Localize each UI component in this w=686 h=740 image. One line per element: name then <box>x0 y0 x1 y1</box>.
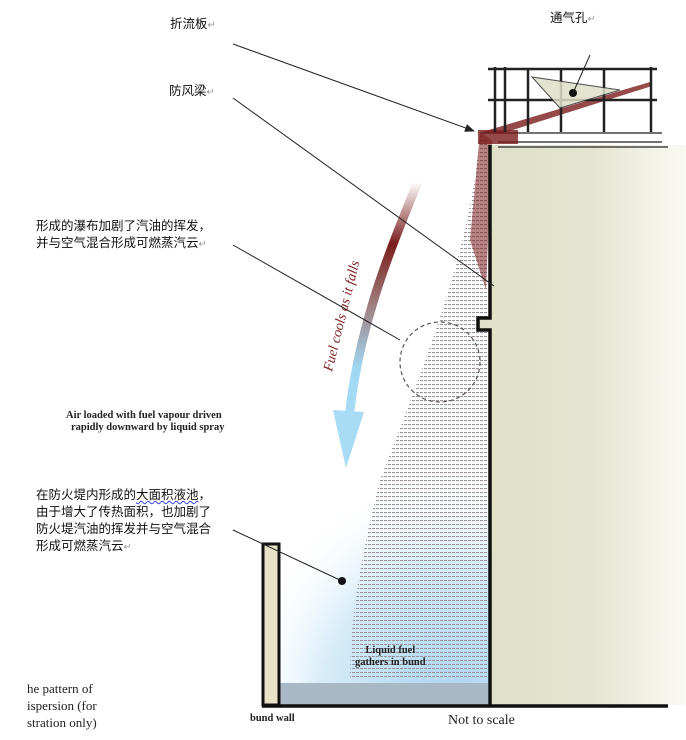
air-loaded-label: Air loaded with fuel vapour driven rapid… <box>66 410 224 434</box>
wind-girder-leader <box>232 97 495 287</box>
vent-leader <box>572 54 591 94</box>
cooling-arrow <box>343 180 423 431</box>
bund-wall <box>261 542 281 707</box>
pool-note-spellcheck: 大面积液池 <box>136 487 199 502</box>
falling-fuel-spray <box>350 135 488 680</box>
baffle-text: 折流板 <box>170 16 208 31</box>
caption-line: stration only) <box>27 715 97 730</box>
cascade-note-line: 形成的瀑布加剧了汽油的挥发， <box>36 218 212 233</box>
pool-leader <box>232 529 343 582</box>
cooling-arrow-head <box>333 410 364 468</box>
pool-note-text: 在防火堤内形成的 <box>36 487 137 502</box>
paragraph-mark: ↵ <box>123 542 132 553</box>
hot-fuel-cascade <box>470 132 492 290</box>
cascade-note-text: 并与空气混合形成可燃蒸汽云 <box>36 235 199 250</box>
caption-fragment: he pattern of ispersion (for stration on… <box>27 680 97 731</box>
baffle-label: 折流板↵ <box>170 15 216 34</box>
pool-note: 在防火堤内形成的大面积液池， 由于增大了传热面积，也加剧了 防火堤汽油的挥发并与… <box>36 486 211 556</box>
wind-girder-text: 防风梁 <box>169 83 207 98</box>
liquid-fuel-line: Liquid fuel <box>365 645 416 656</box>
baffle-leader <box>232 43 475 132</box>
paragraph-mark: ↵ <box>587 14 596 25</box>
air-loaded-line: Air loaded with fuel vapour driven <box>66 410 222 421</box>
tank-body <box>478 145 686 705</box>
air-loaded-line: rapidly downward by liquid spray <box>71 422 225 433</box>
liquid-fuel-line: gathers in bund <box>355 657 426 668</box>
not-to-scale-label: Not to scale <box>448 713 515 728</box>
cascade-note: 形成的瀑布加剧了汽油的挥发， 并与空气混合形成可燃蒸汽云↵ <box>36 217 211 253</box>
overflow-edge <box>478 130 518 144</box>
liquid-pool <box>280 683 488 705</box>
cascade-leader <box>232 244 401 341</box>
vent-text: 通气孔 <box>550 10 588 25</box>
hot-fuel-roof-streak <box>482 82 652 134</box>
pool-note-text: 形成可燃蒸汽云 <box>36 538 124 553</box>
detail-circle <box>399 321 481 403</box>
caption-line: he pattern of <box>27 681 93 696</box>
caption-line: ispersion (for <box>27 698 97 713</box>
liquid-fuel-label: Liquid fuel gathers in bund <box>355 645 426 669</box>
wind-girder-label: 防风梁↵ <box>169 82 215 101</box>
vent-label: 通气孔↵ <box>550 9 596 28</box>
tank-wall <box>476 145 492 705</box>
paragraph-mark: ↵ <box>206 87 215 98</box>
pool-note-text: ， <box>198 487 212 502</box>
bund-wall-label: bund wall <box>250 713 295 724</box>
pool-note-line: 由于增大了传热面积，也加剧了 <box>36 504 212 519</box>
pool-marker <box>338 577 346 585</box>
pool-note-line: 在防火堤内形成的大面积液池， <box>36 486 211 503</box>
pool-note-line: 形成可燃蒸汽云↵ <box>36 537 211 556</box>
pool-note-line: 防火堤汽油的挥发并与空气混合 <box>36 521 212 536</box>
paragraph-mark: ↵ <box>198 239 207 250</box>
paragraph-mark: ↵ <box>207 20 216 31</box>
cascade-note-line: 并与空气混合形成可燃蒸汽云↵ <box>36 234 211 253</box>
